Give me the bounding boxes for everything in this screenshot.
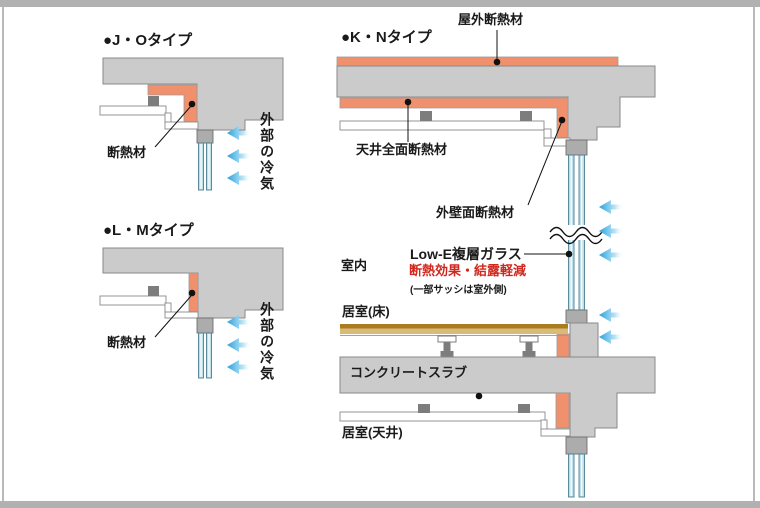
lm-ceiling-board-shelf [164, 311, 199, 319]
kn-glass-break-wave [549, 233, 603, 245]
kn-roof-slab [336, 65, 656, 141]
jo-section [99, 57, 284, 191]
jo-title: ●J・Oタイプ [103, 32, 193, 49]
lm-cold-arrow [227, 360, 250, 374]
kn-concrete-slab [339, 356, 656, 438]
kn-glass-lower [568, 453, 585, 498]
jo-leader-line [154, 105, 192, 148]
kn-hanger [418, 404, 430, 413]
jo-glass [198, 142, 212, 191]
kn-ceiling-insulation-shape [339, 97, 569, 140]
kn-cold-arrow [599, 330, 622, 344]
lm-glass [198, 332, 212, 379]
kn-floor-pedestal [437, 335, 457, 357]
kn-glass-break-mask [550, 225, 604, 240]
kn-wall-insulation-below-slab [555, 392, 570, 429]
kn-cold-arrow [599, 200, 622, 214]
kn-glass-break-wave [549, 226, 603, 238]
frame-bottom-bar [0, 501, 760, 508]
kn-ceiling-leader-dot [404, 98, 412, 106]
lm-ceiling-board [99, 295, 167, 306]
kn-wall-leader-dot [558, 116, 566, 124]
kn-wall-insulation-above-slab [556, 333, 570, 358]
kn-living-floor-label: 居室(床) [342, 304, 390, 319]
kn-wall-leader-line [527, 120, 563, 206]
lm-ceiling-board-step [164, 302, 172, 314]
kn-living-ceiling-label: 居室(天井) [342, 425, 403, 440]
kn-floor-pedestal [519, 335, 539, 357]
lm-sash [196, 317, 214, 334]
lm-hanger [148, 286, 159, 296]
frame-right-edge [753, 7, 755, 501]
kn-ceiling-board-bottom [339, 411, 546, 422]
kn-slab-dot [475, 392, 483, 400]
kn-hanger [518, 404, 530, 413]
kn-glass-leader-dot [565, 250, 573, 258]
jo-sash [196, 129, 214, 144]
frame-top-bar [0, 0, 760, 7]
jo-insulation-label: 断熱材 [107, 145, 147, 160]
lm-leader-line [154, 295, 192, 338]
jo-hanger [148, 96, 159, 106]
kn-hanger [420, 111, 432, 121]
kn-slab-label: コンクリートスラブ [350, 365, 468, 380]
kn-roof-insulation-label: 屋外断熱材 [458, 12, 524, 27]
frame-left-edge [2, 7, 4, 501]
lm-cold-air-label: 外部の冷気 [259, 302, 276, 382]
jo-cold-arrow [227, 171, 250, 185]
kn-effect-label: 断熱効果・結露軽減 [409, 263, 527, 278]
kn-wall-insulation-label: 外壁面断熱材 [436, 205, 515, 220]
kn-floor [340, 324, 568, 336]
jo-ceiling-board-step [164, 112, 172, 124]
kn-sash-top [565, 139, 588, 156]
kn-section [336, 30, 656, 498]
lm-section [99, 247, 284, 379]
jo-leader-dot [188, 100, 196, 108]
kn-ceiling-board-top-step [543, 128, 552, 140]
kn-cold-arrow [599, 248, 622, 262]
kn-note-label: (一部サッシは室外側) [410, 285, 507, 296]
kn-cold-arrow [599, 308, 622, 322]
kn-low-e-glass-label: Low-E複層ガラス [410, 246, 522, 262]
kn-title: ●K・Nタイプ [341, 29, 432, 46]
kn-sash-lower [565, 436, 588, 455]
kn-hanger [520, 111, 532, 121]
kn-indoor-label: 室内 [341, 258, 368, 273]
jo-concrete-slab [102, 57, 284, 131]
lm-insulation-label: 断熱材 [107, 335, 147, 350]
jo-ceiling-board-shelf [164, 121, 199, 130]
lm-leader-dot [188, 289, 196, 297]
kn-spandrel-wall [569, 322, 599, 358]
lm-cold-arrow [227, 338, 250, 352]
lm-title: ●L・Mタイプ [103, 222, 194, 239]
jo-ceiling-board [99, 105, 167, 116]
kn-ceiling-board-bottom-step [540, 419, 548, 431]
jo-cold-arrow [227, 149, 250, 163]
kn-roof-insulation-shape [336, 56, 619, 67]
kn-sash-middle-bottom [565, 309, 588, 324]
jo-cold-air-label: 外部の冷気 [259, 112, 276, 192]
lm-concrete-slab [102, 247, 284, 319]
kn-ceiling-board-bottom-shelf [540, 428, 571, 437]
kn-roof-leader-dot [493, 58, 501, 66]
kn-ceiling-insulation-label: 天井全面断熱材 [356, 142, 448, 157]
kn-ceiling-board-top [339, 120, 545, 131]
